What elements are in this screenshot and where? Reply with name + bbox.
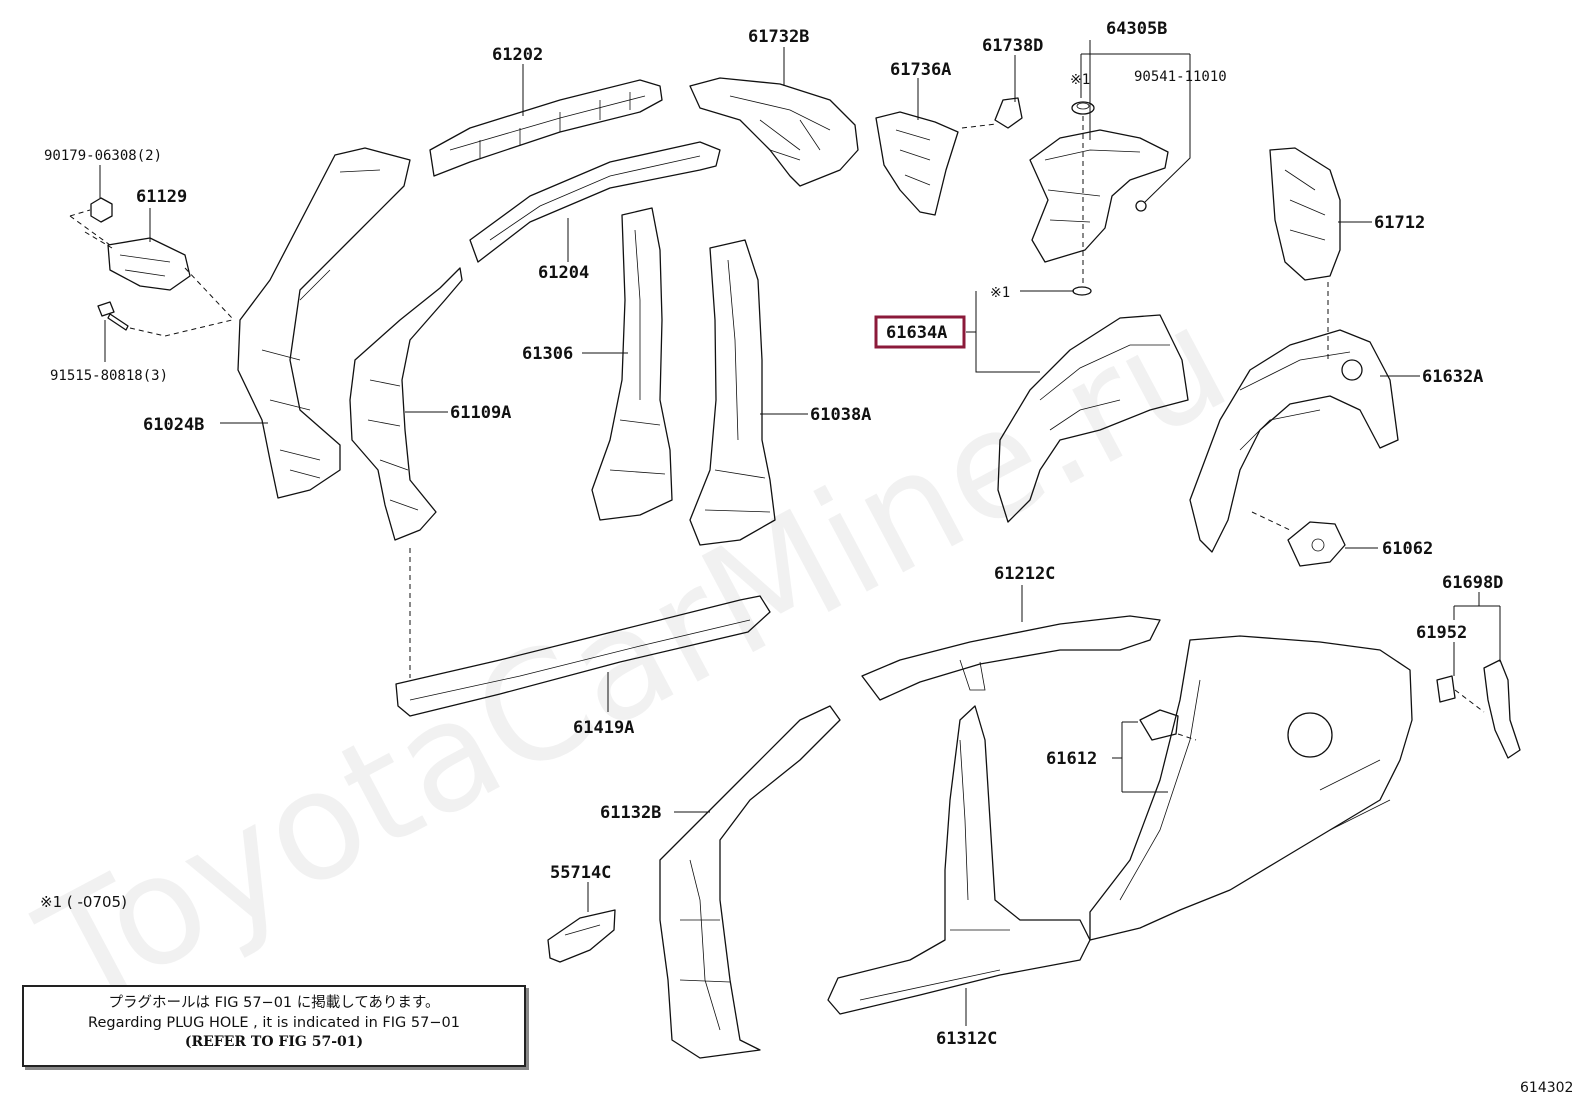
part-61109A-shape [349, 267, 463, 541]
label-61204: 61204 [538, 263, 589, 283]
label-90541-11010: 90541-11010 [1134, 69, 1227, 85]
label-61732B: 61732B [748, 27, 809, 47]
part-61698D-shape [1483, 659, 1521, 759]
label-61738D: 61738D [982, 36, 1043, 56]
label-90179-06308: 90179-06308(2) [44, 148, 162, 164]
part-61419A-shape [395, 595, 771, 717]
label-61698D: 61698D [1442, 573, 1503, 593]
leader-lines [99, 40, 1501, 1026]
label-91515-80818: 91515-80818(3) [50, 368, 168, 384]
label-61736A: 61736A [890, 60, 951, 80]
plug-hole-note: プラグホールは FIG 57−01 に掲載してあります。 Regarding P… [22, 985, 526, 1067]
note-japanese: プラグホールは FIG 57−01 に掲載してあります。 [108, 995, 440, 1011]
label-55714C: 55714C [550, 863, 611, 883]
label-61612: 61612 [1046, 749, 1097, 769]
label-61024B: 61024B [143, 415, 204, 435]
label-64305B: 64305B [1106, 19, 1167, 39]
part-61038A-shape [689, 239, 776, 546]
note-reference[interactable]: (REFER TO FIG 57-01) [184, 1034, 364, 1050]
footnote-mark-1-top: ※1 [1070, 72, 1090, 88]
label-61062: 61062 [1382, 539, 1433, 559]
label-61212C: 61212C [994, 564, 1055, 584]
figure-number: 614302 [1520, 1080, 1574, 1096]
label-61419A: 61419A [573, 718, 634, 738]
part-61212C-shape [861, 615, 1161, 701]
part-61132B-shape [659, 705, 841, 1059]
part-61306-shape [591, 207, 673, 521]
label-61129: 61129 [136, 187, 187, 207]
label-61952: 61952 [1416, 623, 1467, 643]
part-61732B-shape [689, 77, 859, 187]
highlight-box-61634A [874, 315, 966, 349]
label-61634A[interactable]: 61634A [886, 323, 947, 343]
part-61202-shape [429, 79, 663, 177]
label-61202: 61202 [492, 45, 543, 65]
note-english: Regarding PLUG HOLE , it is indicated in… [88, 1015, 460, 1031]
footnote-mark-1-lower: ※1 [990, 285, 1010, 301]
label-61632A: 61632A [1422, 367, 1483, 387]
part-61612-shape [1089, 635, 1413, 941]
part-61738D-shape [994, 97, 1023, 129]
label-61312C: 61312C [936, 1029, 997, 1049]
part-61736A-shape [875, 111, 959, 216]
watermark: ToyotaCarMine.ru [14, 273, 1254, 1042]
part-61632A-shape [1189, 329, 1399, 553]
part-61024B-shape [237, 147, 411, 499]
part-61129-shape [107, 237, 191, 291]
part-61062-shape [1287, 521, 1346, 567]
part-90179-shape [90, 197, 113, 223]
part-55714C-shape [547, 909, 616, 963]
part-61712-shape [1269, 147, 1341, 281]
label-61132B: 61132B [600, 803, 661, 823]
footnote: ※1 ( -0705) [40, 893, 127, 911]
part-61952-shape [1436, 675, 1456, 703]
dashed-reference-lines [69, 116, 1485, 741]
part-64305B-shape [1029, 101, 1169, 263]
part-61204-shape [469, 141, 721, 263]
label-61306: 61306 [522, 344, 573, 364]
part-61634A-shape [997, 286, 1189, 523]
label-61038A: 61038A [810, 405, 871, 425]
label-61712: 61712 [1374, 213, 1425, 233]
part-61312C-shape [827, 705, 1091, 1015]
part-91515-shape [97, 301, 129, 331]
label-61109A: 61109A [450, 403, 511, 423]
